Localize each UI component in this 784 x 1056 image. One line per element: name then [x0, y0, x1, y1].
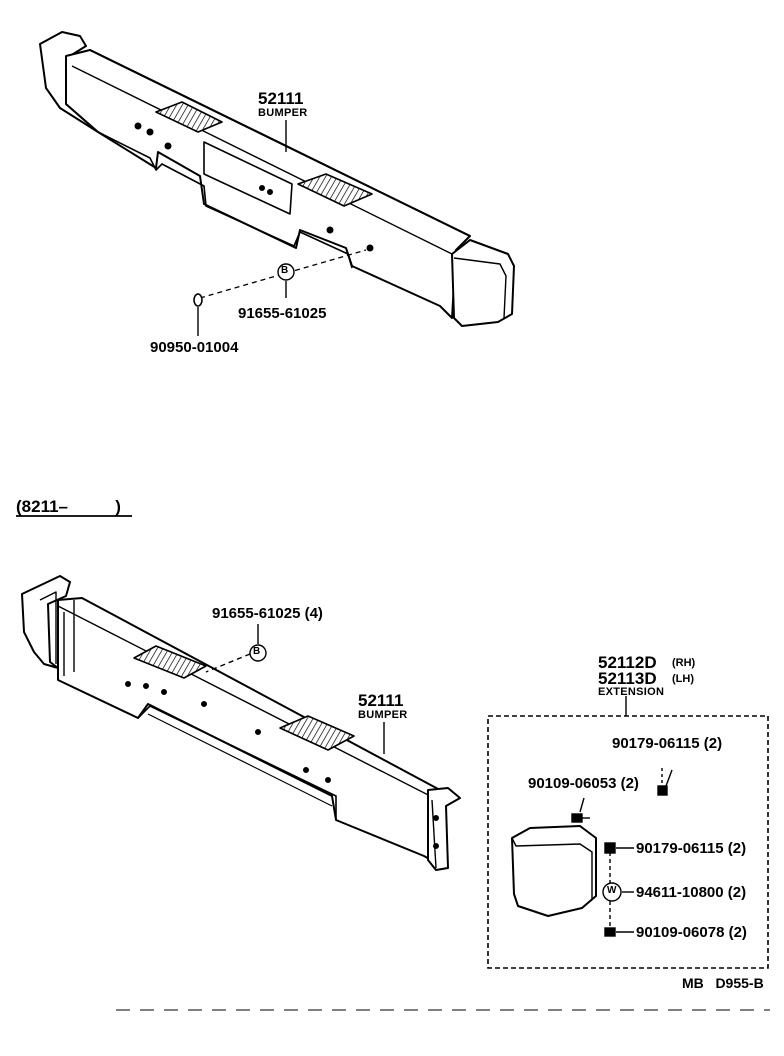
- extension-lh-part-number: 52113D: [598, 669, 657, 688]
- bolt-icon-06078: [604, 927, 616, 937]
- lower-bolt-dashline: [205, 653, 251, 673]
- extension-fasteners: [571, 768, 673, 937]
- upper-right-end-cap: [451, 239, 515, 327]
- lower-step-pad-left: [133, 645, 207, 679]
- upper-plug-part-number: 90950-01004: [150, 339, 239, 356]
- washer-circle: [602, 882, 622, 902]
- bolt-part-number-06053: 90109-06053 (2): [528, 775, 639, 792]
- extension-lh-side: (LH): [672, 673, 694, 685]
- lower-bumper-label: BUMPER: [358, 709, 408, 721]
- upper-plate-recess: [203, 141, 293, 215]
- bolt-part-number-06078: 90109-06078 (2): [636, 924, 747, 941]
- upper-bolt-symbol-circle: [277, 263, 295, 281]
- nut-part-number-lower: 90179-06115 (2): [636, 840, 747, 857]
- lower-step-pad-right: [279, 715, 355, 751]
- nut-part-number-top: 90179-06115 (2): [612, 735, 723, 752]
- upper-bolt-part-number: 91655-61025: [238, 305, 327, 322]
- lower-bolt-symbol: B: [253, 646, 261, 657]
- extension-piece: [511, 825, 597, 917]
- section-date-range: (8211– ): [16, 497, 121, 516]
- bolt-icon-06053: [571, 813, 583, 823]
- upper-bumper-part-number: 52111: [258, 89, 304, 108]
- upper-plug-icon: [193, 293, 203, 307]
- upper-bolt-dashline: [199, 249, 367, 299]
- washer-part-number: 94611-10800 (2): [636, 884, 747, 901]
- nut-icon-top: [657, 785, 668, 796]
- nut-icon-lower: [604, 842, 616, 854]
- extension-detail-box: [487, 715, 769, 969]
- lower-right-end: [427, 787, 461, 871]
- lower-bolt-part-number: 91655-61025 (4): [212, 605, 323, 622]
- lower-bumper-face: [57, 597, 441, 865]
- upper-bumper-label: BUMPER: [258, 107, 308, 119]
- extension-rh-part-number: 52112D: [598, 653, 657, 672]
- upper-bolt-symbol: B: [281, 265, 289, 276]
- lower-bumper-part-number: 52111: [358, 691, 404, 710]
- extension-label: EXTENSION: [598, 686, 665, 698]
- upper-bumper: [39, 31, 515, 327]
- lower-bolt-symbol-circle: [249, 644, 267, 662]
- lower-bumper: [21, 575, 461, 871]
- upper-step-pad-right: [297, 173, 373, 207]
- upper-step-pad-left: [155, 101, 223, 133]
- extension-rh-side: (RH): [672, 657, 696, 669]
- washer-symbol: W: [607, 885, 617, 896]
- diagram-code: MB D955-B: [682, 975, 764, 991]
